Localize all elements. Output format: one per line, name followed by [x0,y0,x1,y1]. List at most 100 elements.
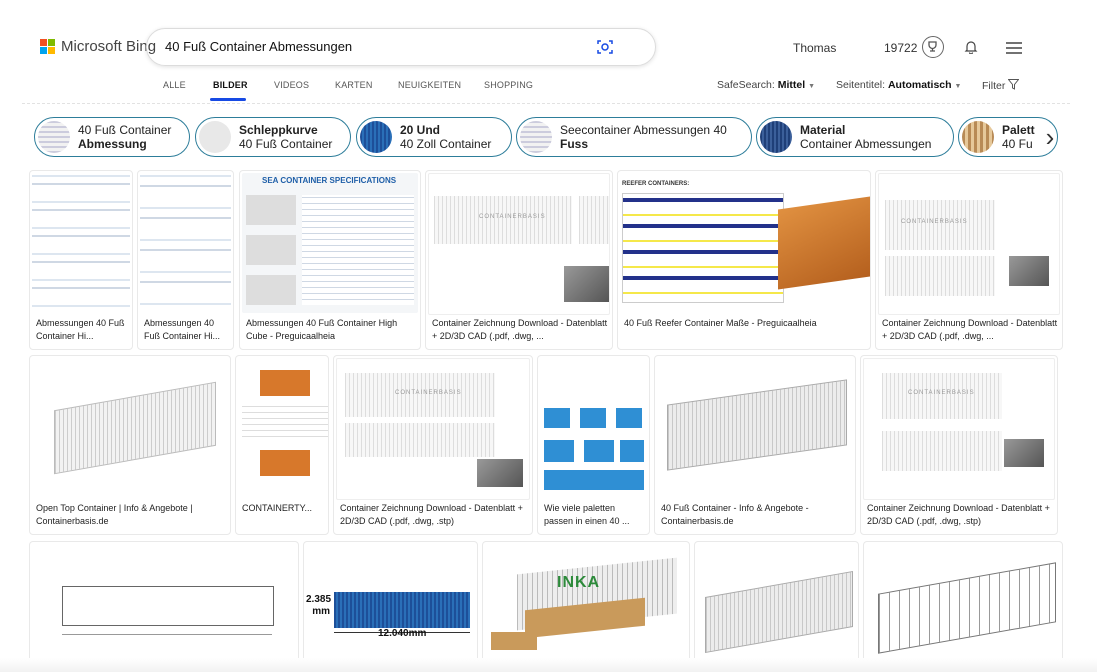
brand-label: INKA [557,574,601,591]
filter-button[interactable]: Filter [982,79,1020,92]
filter-label: Filter [982,80,1006,92]
chevron-down-icon: ▼ [808,83,815,90]
result-thumbnail [866,544,1060,662]
image-result[interactable] [863,541,1063,665]
image-result[interactable]: 2.385 mm 12.040mm [303,541,478,665]
result-thumbnail [697,544,856,662]
user-name[interactable]: Thomas [793,41,837,55]
tab-bilder[interactable]: BILDER [213,80,248,90]
result-caption: Abmessungen 40 Fuß Container Hi... [144,318,221,341]
tab-karten[interactable]: KARTEN [335,80,373,90]
microsoft-logo-icon [40,39,55,54]
thumb-label: CONTAINERBASIS [901,219,968,225]
rewards-points[interactable]: 19722 [884,41,918,55]
thumb-title: REEFER CONTAINERS: [622,181,690,187]
result-caption: Container Zeichnung Download - Datenblat… [432,318,608,341]
image-result[interactable]: CONTAINERBASIS Container Zeichnung Downl… [860,355,1058,535]
visual-search-icon[interactable] [597,39,613,55]
result-thumbnail: REEFER CONTAINERS: [620,173,870,313]
header-divider [22,103,1070,104]
chip-thumbnail [199,121,231,153]
search-input[interactable] [163,38,587,55]
search-box[interactable] [146,28,656,66]
image-result[interactable]: Abmessungen 40 Fuß Container Hi... [29,170,133,350]
dimension-height: 2.385 mm [306,594,332,617]
result-thumbnail: CONTAINERBASIS [428,173,610,315]
chip-thumbnail [360,121,392,153]
pagetitles-dropdown[interactable]: Seitentitel: Automatisch ▼ [836,79,961,91]
menu-icon[interactable] [1006,42,1022,54]
chip-line1: Palett [1002,123,1035,137]
chip-line1: 20 Und [400,123,441,137]
result-caption: 40 Fuß Reefer Container Maße - Preguicaa… [624,318,817,328]
result-thumbnail [32,173,130,313]
chip-line2: Abmessung [78,137,147,151]
result-thumbnail [32,358,228,498]
result-caption: Wie viele paletten passen in einen 40 ..… [544,503,630,526]
chip-line1: Material [800,123,846,137]
chip-thumbnail [962,121,994,153]
result-caption: Abmessungen 40 Fuß Container Hi... [36,318,125,341]
active-tab-indicator [210,98,246,101]
chevron-right-icon[interactable]: › [1045,121,1055,152]
chip-line2: 40 Zoll Container [400,137,492,151]
bing-logo[interactable]: Microsoft Bing [40,38,156,55]
image-result[interactable] [29,541,299,665]
chip-line2: 40 Fuß Container [239,137,333,151]
page-bottom-fade [0,658,1097,672]
tab-neuigkeiten[interactable]: NEUIGKEITEN [398,80,462,90]
rewards-icon[interactable] [922,36,944,58]
image-result[interactable]: 40 Fuß Container - Info & Angebote - Con… [654,355,856,535]
chip-line1: Seecontainer Abmessungen 40 [560,123,727,137]
chip-thumbnail [38,121,70,153]
result-caption: 40 Fuß Container - Info & Angebote - Con… [661,503,809,526]
image-result[interactable]: Abmessungen 40 Fuß Container Hi... [137,170,234,350]
image-result[interactable]: SEA CONTAINER SPECIFICATIONS Abmessungen… [239,170,421,350]
chip-thumbnail [520,121,552,153]
tab-shopping[interactable]: SHOPPING [484,80,534,90]
result-thumbnail [238,358,328,498]
image-result[interactable]: Wie viele paletten passen in einen 40 ..… [537,355,650,535]
image-result[interactable]: CONTAINERBASIS Container Zeichnung Downl… [875,170,1063,350]
result-thumbnail: SEA CONTAINER SPECIFICATIONS [242,173,418,313]
thumb-title: SEA CONTAINER SPECIFICATIONS [262,176,397,185]
tab-alle[interactable]: ALLE [163,80,186,90]
dimension-length: 12.040mm [378,628,427,639]
filter-funnel-icon [1007,79,1020,90]
result-thumbnail: 2.385 mm 12.040mm [306,544,475,662]
result-thumbnail: CONTAINERBASIS [336,358,530,500]
result-caption: Container Zeichnung Download - Datenblat… [867,503,1050,526]
image-result[interactable] [694,541,859,665]
result-caption: Open Top Container | Info & Angebote | C… [36,503,193,526]
result-caption: Container Zeichnung Download - Datenblat… [882,318,1058,341]
result-thumbnail: CONTAINERBASIS [863,358,1055,500]
thumb-label: CONTAINERBASIS [479,214,546,220]
chip-line1: Schleppkurve [239,123,318,137]
chip-thumbnail [760,121,792,153]
image-result[interactable]: REEFER CONTAINERS: 40 Fuß Reefer Contain… [617,170,871,350]
result-caption: CONTAINERTY... [242,503,313,513]
logo-text: Microsoft Bing [61,38,157,55]
pagetitles-value: Automatisch [887,79,952,91]
image-result[interactable]: Open Top Container | Info & Angebote | C… [29,355,231,535]
image-result[interactable]: CONTAINERTY... [235,355,329,535]
image-result[interactable]: INKA [482,541,690,665]
result-thumbnail [140,173,231,313]
safesearch-label: SafeSearch: [717,79,775,91]
chip-line2: 40 Fu [1002,137,1033,151]
result-thumbnail: INKA [485,544,687,662]
tab-videos[interactable]: VIDEOS [274,80,310,90]
safesearch-dropdown[interactable]: SafeSearch: Mittel ▼ [717,79,815,91]
chip-line1: 40 Fuß Container [78,123,172,137]
result-caption: Container Zeichnung Download - Datenblat… [340,503,523,526]
notifications-bell-icon[interactable] [964,40,978,54]
image-result[interactable]: CONTAINERBASIS Container Zeichnung Downl… [425,170,613,350]
chip-line2: Fuss [560,137,589,151]
image-result[interactable]: CONTAINERBASIS Container Zeichnung Downl… [333,355,533,535]
